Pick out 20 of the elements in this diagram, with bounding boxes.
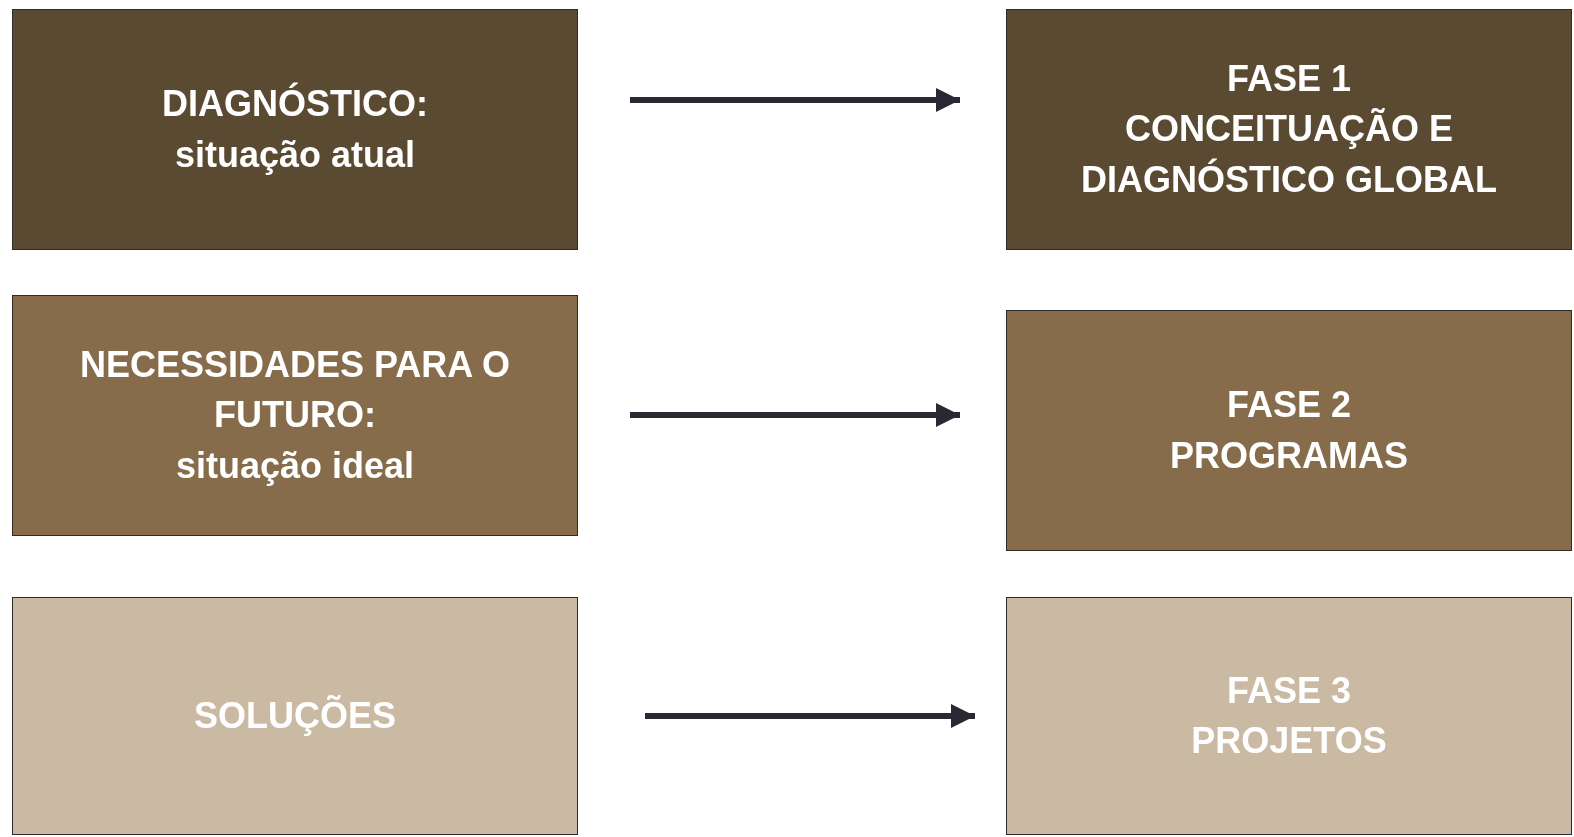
- arrow: [630, 403, 960, 427]
- box-heading: FASE 1: [1226, 56, 1352, 101]
- box-text: SOLUÇÕES: [194, 693, 396, 738]
- phase-box: [1006, 597, 1572, 835]
- phase-box: [12, 9, 578, 250]
- box-text: situação ideal: [175, 443, 415, 488]
- box-heading: FASE 2: [1226, 383, 1352, 428]
- phase-box: [12, 295, 578, 536]
- box-heading: FASE 3: [1226, 668, 1352, 713]
- box-heading: NECESSIDADES PARA O FUTURO:: [78, 342, 512, 438]
- box-heading: DIAGNÓSTICO:: [162, 81, 428, 127]
- phase-box: [1006, 310, 1572, 551]
- phase-box: [1006, 9, 1572, 250]
- box-text: PROGRAMAS: [1170, 433, 1408, 478]
- box-text: situação atual: [174, 132, 416, 177]
- box-text: CONCEITUAÇÃO E DIAGNÓSTICO GLOBAL: [1080, 107, 1498, 202]
- arrow: [645, 704, 975, 728]
- box-text: PROJETOS: [1191, 719, 1387, 763]
- arrow: [630, 88, 960, 112]
- phase-box: [12, 597, 578, 835]
